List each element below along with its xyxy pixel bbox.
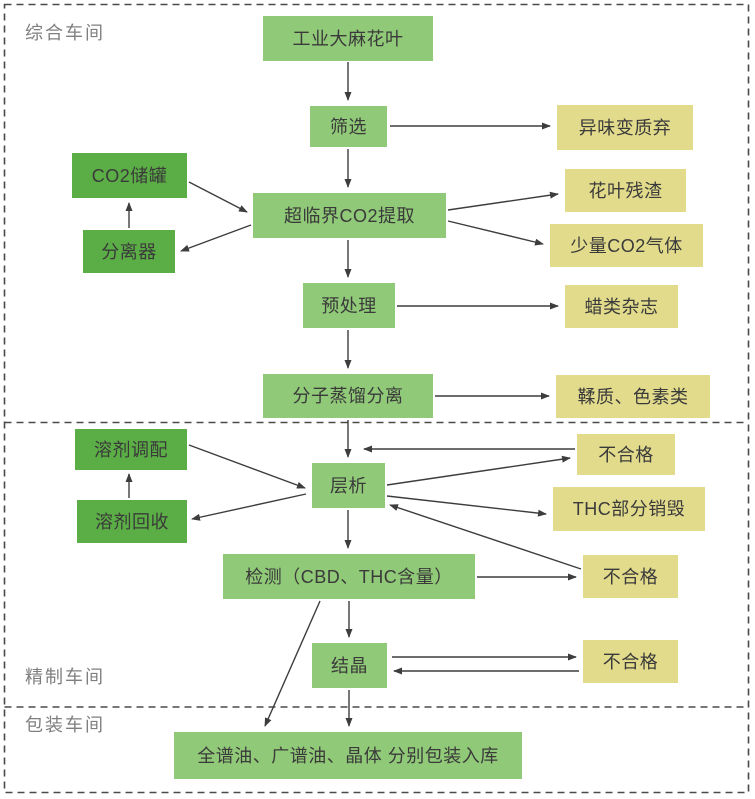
arrow-chromatography-to-solventrecovery: [191, 493, 307, 521]
node-testing-cbd-thc-content: 检测（CBD、THC含量）: [223, 554, 475, 599]
node-thc-partial-destruction: THC部分销毁: [553, 487, 705, 531]
node-unqualified-mid: 不合格: [583, 555, 678, 598]
arrow-supercritical-to-residue: [447, 191, 559, 211]
node-molecular-distillation: 分子蒸馏分离: [263, 374, 433, 418]
section-label-refining-workshop: 精制车间: [25, 667, 105, 687]
node-separator: 分离器: [83, 230, 175, 273]
arrow-supercritical-to-co2gas: [447, 220, 544, 246]
arrow-supercritical-to-separator: [180, 224, 252, 252]
node-pretreatment: 预处理: [303, 283, 395, 328]
node-unqualified-bottom: 不合格: [583, 640, 678, 683]
node-screening: 筛选: [310, 106, 387, 147]
node-packaging-storage: 全谱油、广谱油、晶体 分别包装入库: [174, 732, 522, 779]
node-chromatography: 层析: [312, 463, 385, 508]
node-tannin-pigment: 鞣质、色素类: [556, 375, 710, 418]
arrow-failmid-return-to-chromatography: [389, 504, 582, 570]
arrow-solventprep-to-chromatography: [188, 444, 306, 489]
node-supercritical-co2-extraction: 超临界CO2提取: [253, 193, 446, 238]
node-crystallization: 结晶: [312, 643, 387, 688]
arrow-co2tank-to-supercritical: [188, 181, 248, 213]
node-industrial-hemp-flower-leaf: 工业大麻花叶: [263, 16, 433, 61]
node-unqualified-top: 不合格: [577, 434, 675, 475]
node-solvent-recovery: 溶剂回收: [77, 500, 187, 543]
arrow-chromatography-to-failtop: [386, 455, 571, 486]
arrow-testing-to-packaging: [264, 600, 321, 727]
node-flower-leaf-residue: 花叶残渣: [565, 169, 686, 212]
node-odor-spoiled-discard: 异味变质弃: [557, 105, 693, 150]
section-label-packaging-workshop: 包装车间: [25, 715, 105, 735]
node-co2-storage-tank: CO2储罐: [72, 153, 187, 198]
outer-dashed-border: [3, 3, 750, 794]
node-small-co2-gas: 少量CO2气体: [550, 224, 703, 267]
node-solvent-preparation: 溶剂调配: [75, 429, 187, 470]
node-wax-impurities: 蜡类杂志: [565, 285, 678, 328]
section-label-comprehensive-workshop: 综合车间: [25, 23, 105, 43]
arrow-chromatography-to-thcdestroy: [386, 495, 547, 517]
